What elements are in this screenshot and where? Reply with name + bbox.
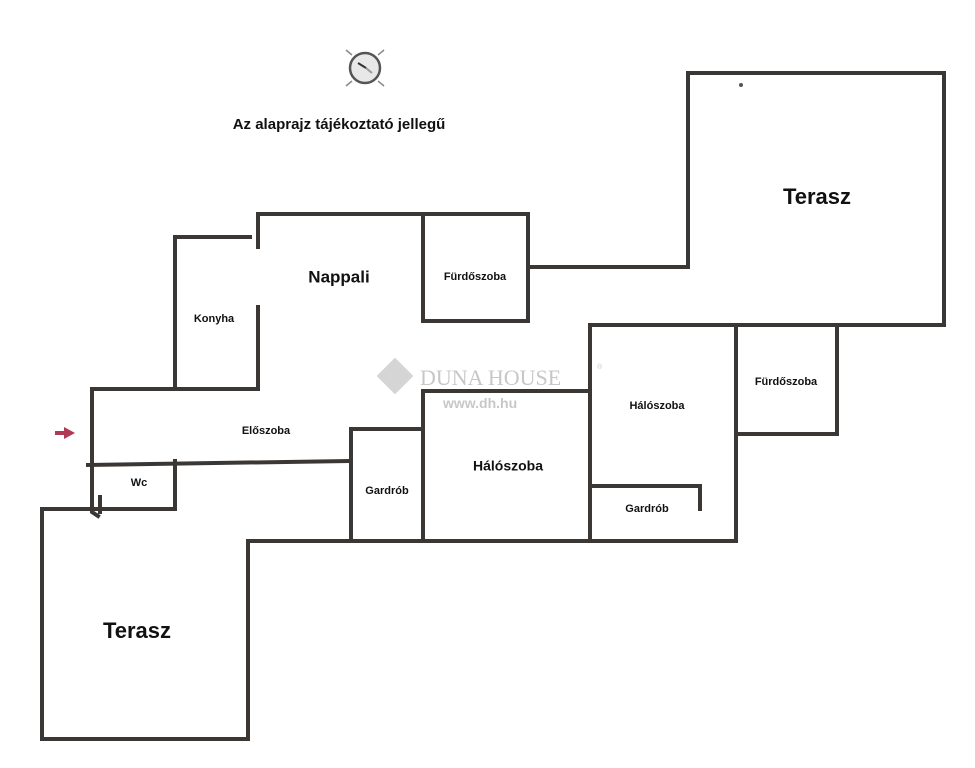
room-hall: Előszoba [242,425,291,437]
watermark: Duna House ® www.dh.hu [376,357,603,411]
disclaimer-title: Az alaprajz tájékoztató jellegű [233,116,446,133]
room-terrace-top: Terasz [783,184,851,209]
room-wardrobe-1: Gardrób [365,485,409,497]
room-living-room: Nappali [308,267,369,286]
compass-icon [345,49,385,87]
room-bathroom-1: Fürdőszoba [444,271,507,283]
room-wc: Wc [131,477,148,489]
entrance-arrow-icon [55,427,75,439]
room-bedroom-2: Hálószoba [629,400,685,412]
watermark-brand: Duna House [420,365,561,390]
watermark-registered: ® [597,363,603,371]
walls [40,71,946,741]
room-bedroom-1: Hálószoba [473,458,543,474]
duna-house-logo-icon [376,357,414,395]
room-wardrobe-2: Gardrób [625,503,669,515]
watermark-url: www.dh.hu [442,395,517,411]
room-kitchen: Konyha [194,313,235,325]
room-bathroom-2: Fürdőszoba [755,376,818,388]
room-terrace-bottom: Terasz [103,618,171,643]
